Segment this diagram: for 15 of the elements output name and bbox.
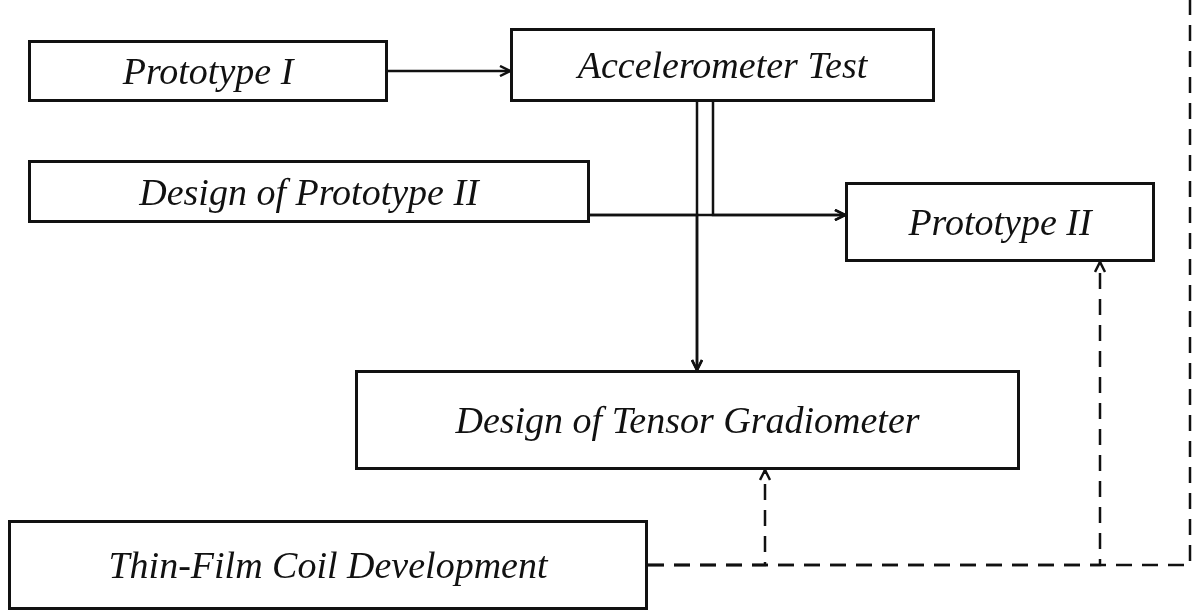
box-label: Thin-Film Coil Development [108,543,548,587]
box-label: Prototype I [122,49,294,93]
arrow [590,213,704,372]
process-box [8,520,648,610]
process-box [845,182,1155,262]
process-box [28,160,590,223]
connector-line [648,0,1192,567]
process-box [510,28,935,102]
box-label: Design of Prototype II [139,169,479,214]
process-box [355,370,1020,470]
box-label: Design of Tensor Gradiometer [455,398,920,442]
process-box [28,40,388,102]
box-label: Prototype II [908,200,1092,244]
arrow [388,64,512,78]
box-label: Accelerometer Test [577,43,868,87]
